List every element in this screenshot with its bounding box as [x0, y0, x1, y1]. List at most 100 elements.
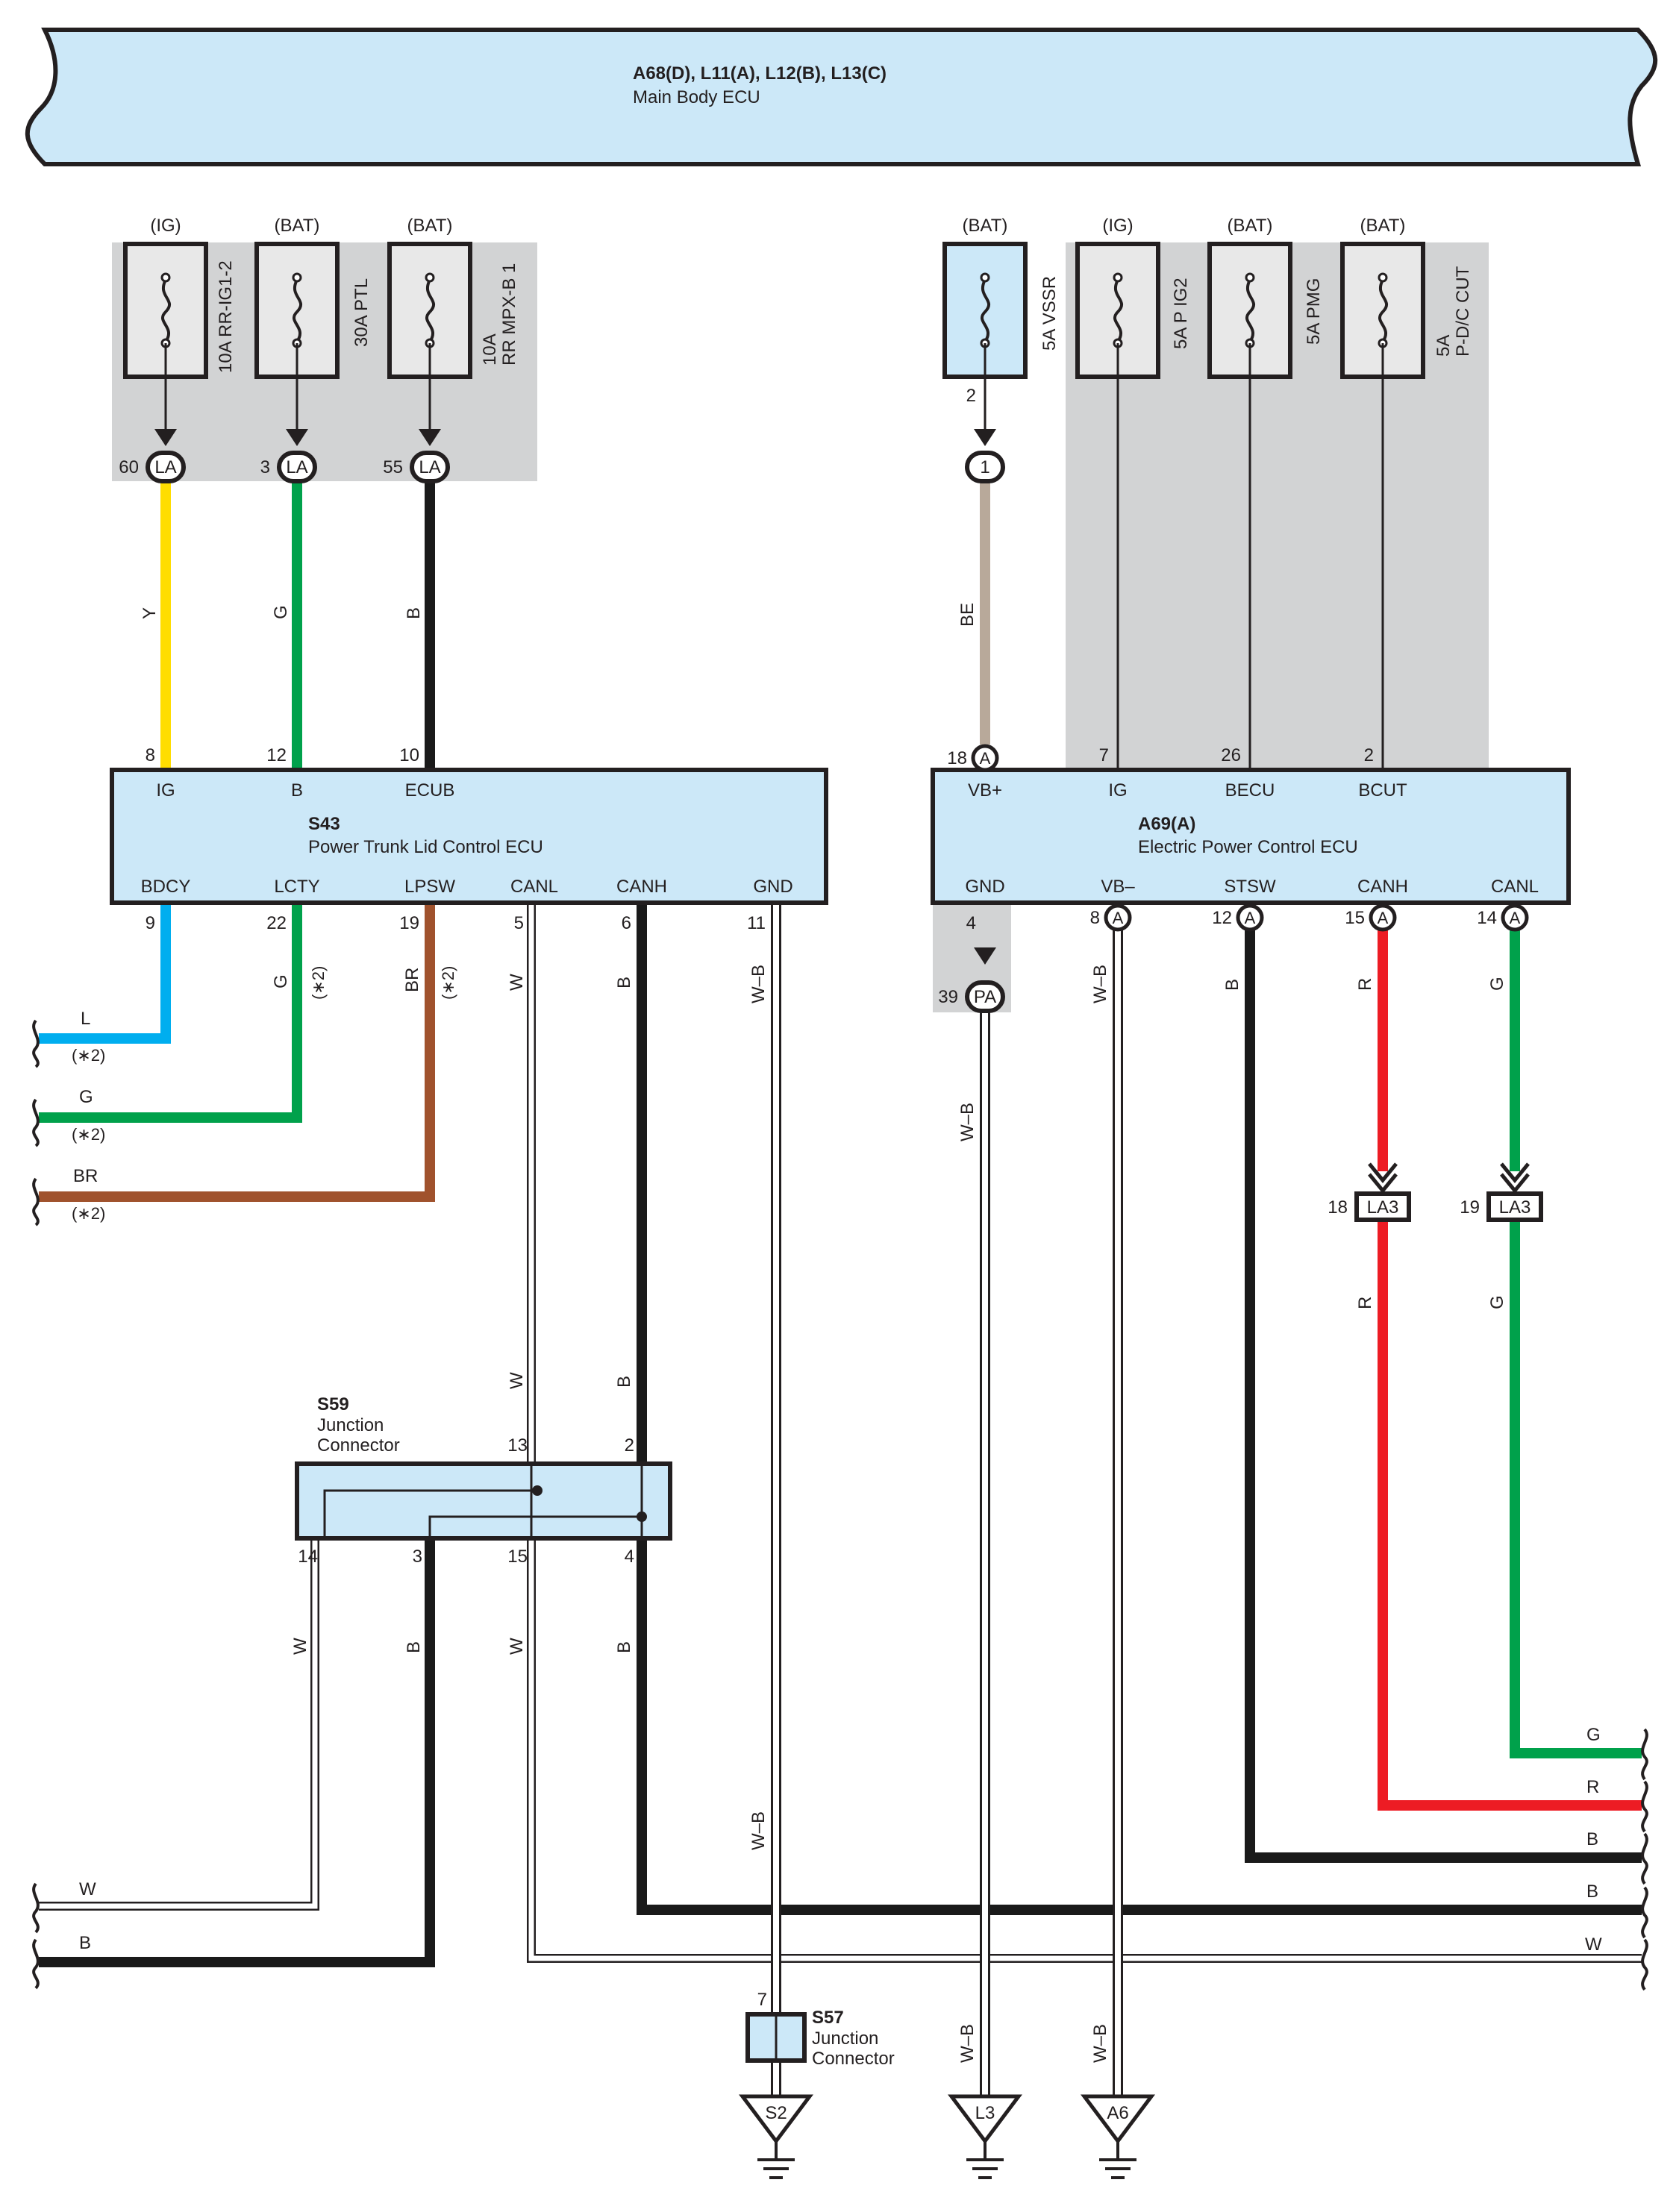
svg-text:CANH: CANH: [1357, 877, 1408, 897]
svg-text:B: B: [404, 1641, 424, 1653]
svg-text:B: B: [614, 977, 634, 988]
svg-text:Connector: Connector: [317, 1435, 400, 1456]
fuse-name: 10A: [480, 333, 500, 366]
s43-box: [110, 768, 828, 905]
svg-text:IG: IG: [1108, 780, 1127, 800]
pin-number: 4: [966, 913, 976, 933]
svg-text:B: B: [1586, 1882, 1598, 1902]
svg-text:CANL: CANL: [510, 877, 558, 897]
wire-labels: Y G B BE G (∗2) BR (∗2) W B W–B L (∗2) G…: [72, 603, 1602, 2063]
svg-text:BR: BR: [402, 968, 422, 992]
svg-text:B: B: [614, 1641, 634, 1653]
svg-text:B: B: [291, 780, 303, 800]
svg-text:7: 7: [757, 1990, 767, 2010]
svg-text:Junction: Junction: [317, 1415, 384, 1435]
fuse-supply: (BAT): [963, 216, 1008, 236]
svg-text:W: W: [507, 1638, 527, 1655]
fuse-name-2: P-D/C CUT: [1453, 266, 1473, 357]
svg-text:S57: S57: [812, 2008, 844, 2028]
fuse-rr-ig1-2: (IG) 10A RR-IG1-2: [123, 216, 236, 379]
svg-text:A69(A): A69(A): [1138, 814, 1195, 834]
svg-text:26: 26: [1221, 745, 1241, 765]
main-body-ecu: A68(D), L11(A), L12(B), L13(C) Main Body…: [25, 28, 1658, 166]
svg-text:BDCY: BDCY: [141, 877, 191, 897]
wire-g-lcty: [39, 903, 302, 1123]
wire-w-canl: [527, 903, 1642, 1963]
double-arrows: [1368, 1162, 1530, 1194]
svg-text:CANL: CANL: [1491, 877, 1539, 897]
svg-text:(∗2): (∗2): [72, 1125, 105, 1144]
svg-text:B: B: [1222, 979, 1242, 991]
svg-text:LCTY: LCTY: [274, 877, 319, 897]
svg-text:LA3: LA3: [1367, 1197, 1399, 1218]
svg-text:A: A: [1113, 909, 1124, 927]
fuse-5a-vssr: (BAT) 5A VSSR: [942, 216, 1060, 379]
s59-junction-connector: S59 Junction Connector 13 2 14 3 15 4: [295, 1394, 672, 1567]
svg-text:G: G: [1487, 1295, 1507, 1309]
svg-text:W: W: [79, 1879, 96, 1899]
connector-la-3: LA 3: [260, 451, 317, 483]
svg-text:2: 2: [1364, 745, 1374, 765]
svg-text:B: B: [79, 1933, 91, 1953]
svg-text:(∗2): (∗2): [309, 966, 328, 1000]
s43-power-trunk-lid-ecu: S43 Power Trunk Lid Control ECU IG 8 B 1…: [110, 745, 828, 933]
ground-s2: S2: [739, 2094, 813, 2179]
svg-text:LPSW: LPSW: [404, 877, 455, 897]
svg-text:A: A: [980, 749, 991, 768]
connector-la-55: LA 55: [383, 451, 450, 483]
svg-text:BE: BE: [957, 603, 978, 627]
break-marks-left: [32, 1019, 40, 1990]
svg-text:PA: PA: [974, 987, 996, 1007]
wires: [39, 343, 1642, 2096]
pin-number: 39: [938, 987, 958, 1007]
svg-text:Power Trunk Lid Control ECU: Power Trunk Lid Control ECU: [308, 837, 543, 857]
svg-text:12: 12: [1212, 908, 1232, 928]
svg-text:(∗2): (∗2): [439, 966, 457, 1000]
ground-a6: A6: [1081, 2094, 1155, 2179]
svg-text:B: B: [1586, 1829, 1598, 1849]
svg-text:W: W: [290, 1638, 310, 1655]
wire-g-lower: [1510, 1220, 1642, 1758]
svg-text:7: 7: [1099, 745, 1109, 765]
pin-number: 2: [966, 386, 976, 406]
svg-text:Y: Y: [140, 607, 160, 619]
svg-text:G: G: [271, 974, 291, 988]
svg-text:W: W: [507, 1372, 527, 1389]
svg-text:LA: LA: [286, 457, 307, 477]
svg-text:15: 15: [507, 1547, 528, 1567]
svg-text:LA: LA: [154, 457, 176, 477]
main-body-ecu-box: [25, 28, 1658, 166]
svg-text:L: L: [81, 1009, 90, 1029]
svg-text:LA: LA: [419, 457, 440, 477]
svg-text:B: B: [404, 607, 424, 619]
svg-text:VB–: VB–: [1101, 877, 1135, 897]
svg-text:6: 6: [622, 913, 631, 933]
svg-text:R: R: [1586, 1777, 1599, 1797]
fuse-name: 10A RR-IG1-2: [216, 260, 236, 373]
fuse-supply: (IG): [150, 216, 181, 236]
fuse-name: 5A: [1433, 335, 1454, 357]
svg-text:1: 1: [980, 457, 989, 477]
svg-text:5: 5: [514, 913, 524, 933]
fuse-5a-p-dc-cut: (BAT) 5A P-D/C CUT: [1340, 216, 1473, 379]
svg-text:GND: GND: [753, 877, 792, 897]
svg-text:W–B: W–B: [748, 965, 769, 1003]
pin-number: 55: [383, 457, 403, 477]
connector-la-60: LA 60: [119, 451, 186, 483]
svg-text:BECU: BECU: [1225, 780, 1275, 800]
fuse-name: 5A PMG: [1304, 278, 1324, 345]
fuse-icon: [981, 279, 991, 343]
svg-text:(∗2): (∗2): [72, 1046, 105, 1065]
arrows: [154, 429, 996, 965]
svg-text:VB+: VB+: [968, 780, 1002, 800]
fuse-icon: [161, 279, 172, 343]
fuse-icon: [1378, 279, 1389, 343]
wire-b-canh: [637, 903, 1642, 1915]
pin-number: 3: [260, 457, 270, 477]
pin-number: 18: [1328, 1197, 1348, 1218]
connector-1: 1 2: [965, 386, 1005, 483]
svg-text:8: 8: [1090, 908, 1100, 928]
svg-text:W–B: W–B: [1090, 965, 1110, 1003]
svg-text:S59: S59: [317, 1394, 349, 1414]
